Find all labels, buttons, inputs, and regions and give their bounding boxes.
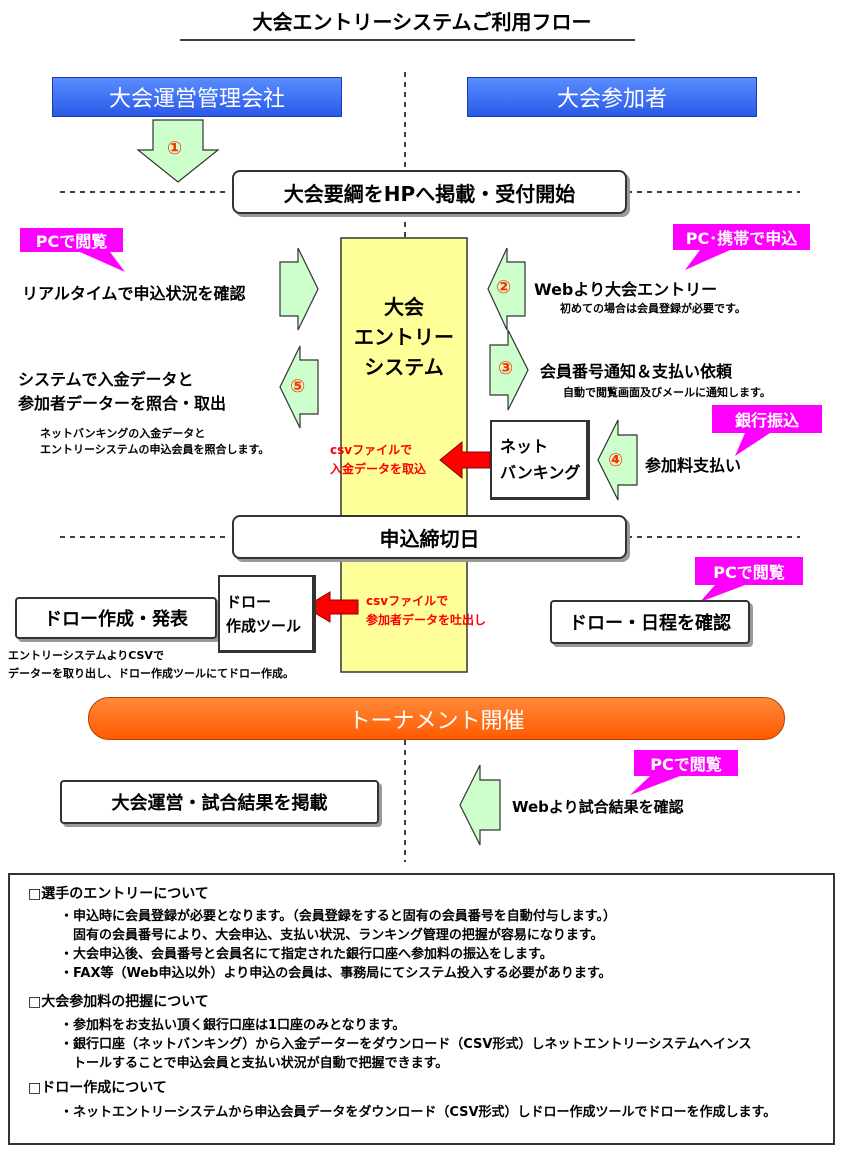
right-arrow-3 [489, 329, 529, 411]
red-arrow-import [439, 440, 491, 480]
notes-line: ・銀行口座（ネットバンキング）から入金データーをダウンロード（CSV形式）しネッ… [60, 1037, 752, 1052]
callout-pc-view: PCで閲覧 [634, 750, 738, 776]
organizer-header: 大会運営管理会社 [52, 77, 342, 117]
match-note-line: エントリーシステムの申込会員を照合します。 [40, 443, 270, 456]
notes-box: □選手のエントリーについて ・申込時に会員登録が必要となります。（会員登録をする… [8, 873, 835, 1145]
csv-import-line: csvファイルで [330, 443, 413, 457]
match-line: 参加者データーを照合・取出 [18, 394, 227, 413]
notes-line: 固有の会員番号により、大会申込、支払い状況、ランキング管理の把握が容易になります… [60, 928, 604, 943]
draw-tool-line: ドロー [226, 592, 272, 611]
step-number-5: ⑤ [290, 376, 306, 397]
callout-pc-view: PCで閲覧 [20, 228, 123, 252]
web-entry-text: Webより大会エントリー [534, 280, 718, 299]
draw-publish-box: ドロー作成・発表 [15, 597, 217, 639]
draw-note-line: エントリーシステムよりCSVで [8, 649, 164, 662]
notify-text: 会員番号通知＆支払い依頼 [540, 362, 733, 381]
draw-tool-box: ドロー作成ツール [218, 575, 316, 653]
pay-fee-text: 参加料支払い [645, 456, 742, 475]
step-number-3: ③ [498, 358, 514, 379]
system-line: システム [364, 355, 444, 379]
step-number-4: ④ [608, 450, 624, 471]
callout-tail [630, 776, 680, 795]
left-arrow-results [459, 764, 501, 846]
check-draw-box: ドロー・日程を確認 [550, 600, 750, 644]
right-arrow-realtime [279, 247, 319, 331]
system-line: 大会 [384, 295, 424, 319]
web-entry-note: 初めての場合は会員登録が必要です。 [560, 302, 746, 315]
notes-line: ・申込時に会員登録が必要となります。（会員登録をすると固有の会員番号を自動付与し… [60, 909, 617, 924]
check-results-text: Webより試合結果を確認 [512, 798, 684, 816]
down-arrow-1 [136, 119, 220, 183]
match-note: ネットバンキングの入金データと エントリーシステムの申込会員を照合します。 [40, 426, 269, 458]
callout-tail [685, 250, 730, 270]
csv-import-line: 入金データを取込 [330, 462, 427, 476]
page-title: 大会エントリーシステムご利用フロー [252, 10, 592, 34]
left-arrow-5 [279, 345, 319, 429]
callout-tail [80, 252, 125, 272]
participant-header: 大会参加者 [467, 77, 757, 117]
divider-lines [60, 72, 800, 862]
net-banking-line: バンキング [500, 462, 581, 482]
callout-tail [735, 433, 770, 456]
left-arrow-2 [487, 247, 526, 331]
entry-system-label: 大会 エントリー システム [341, 292, 467, 382]
notes-heading: □大会参加料の把握について [28, 994, 209, 1010]
match-note-line: ネットバンキングの入金データと [40, 427, 206, 440]
notes-line: ・ネットエントリーシステムから申込会員データをダウンロード（CSV形式）しドロー… [60, 1105, 777, 1120]
step-number-2: ② [496, 277, 512, 298]
notes-heading: □ドロー作成について [28, 1080, 167, 1096]
net-banking-line: ネット [500, 436, 549, 456]
tournament-banner: トーナメント開催 [88, 697, 785, 740]
notes-line: ・FAX等（Web申込以外）より申込の会員は、事務局にてシステム投入する必要があ… [60, 966, 612, 981]
callout-pc-view: PCで閲覧 [695, 557, 803, 585]
csv-export-line: 参加者データを吐出し [366, 613, 487, 627]
notes-heading: □選手のエントリーについて [28, 886, 209, 902]
match-line: システムで入金データと [18, 370, 194, 389]
red-arrow-export [304, 591, 359, 623]
notes-line: トールすることで申込会員と支払い状況が自動で把握できます。 [60, 1056, 449, 1071]
left-arrow-4 [597, 419, 638, 501]
draw-note: エントリーシステムよりCSVで データーを取り出し、ドロー作成ツールにてドロー作… [8, 647, 294, 683]
draw-note-line: データーを取り出し、ドロー作成ツールにてドロー作成。 [8, 667, 294, 680]
csv-export-line: csvファイルで [366, 594, 449, 608]
callout-pc-mobile-apply: PC･携帯で申込 [673, 224, 810, 250]
match-text: システムで入金データと 参加者データーを照合・取出 [18, 368, 226, 416]
csv-import-label: csvファイルで 入金データを取込 [330, 441, 426, 479]
csv-export-label: csvファイルで 参加者データを吐出し [366, 592, 486, 630]
publish-step: 大会要綱をHPへ掲載・受付開始 [232, 170, 627, 214]
callout-bank-transfer: 銀行振込 [712, 405, 822, 433]
deadline-step: 申込締切日 [232, 515, 627, 559]
step-number-1: ① [167, 138, 183, 159]
callout-tail [700, 585, 745, 602]
system-line: エントリー [354, 325, 454, 349]
notes-line: ・参加料をお支払い頂く銀行口座は1口座のみとなります。 [60, 1018, 406, 1033]
realtime-check-text: リアルタイムで申込状況を確認 [22, 284, 246, 303]
draw-tool-line: 作成ツール [226, 616, 302, 635]
net-banking-box: ネットバンキング [490, 420, 590, 500]
notify-note: 自動で閲覧画面及びメールに通知します。 [563, 386, 771, 399]
notes-line: ・大会申込後、会員番号と会員名にて指定された銀行口座へ参加料の振込をします。 [60, 947, 553, 962]
results-publish-box: 大会運営・試合結果を掲載 [60, 780, 379, 824]
